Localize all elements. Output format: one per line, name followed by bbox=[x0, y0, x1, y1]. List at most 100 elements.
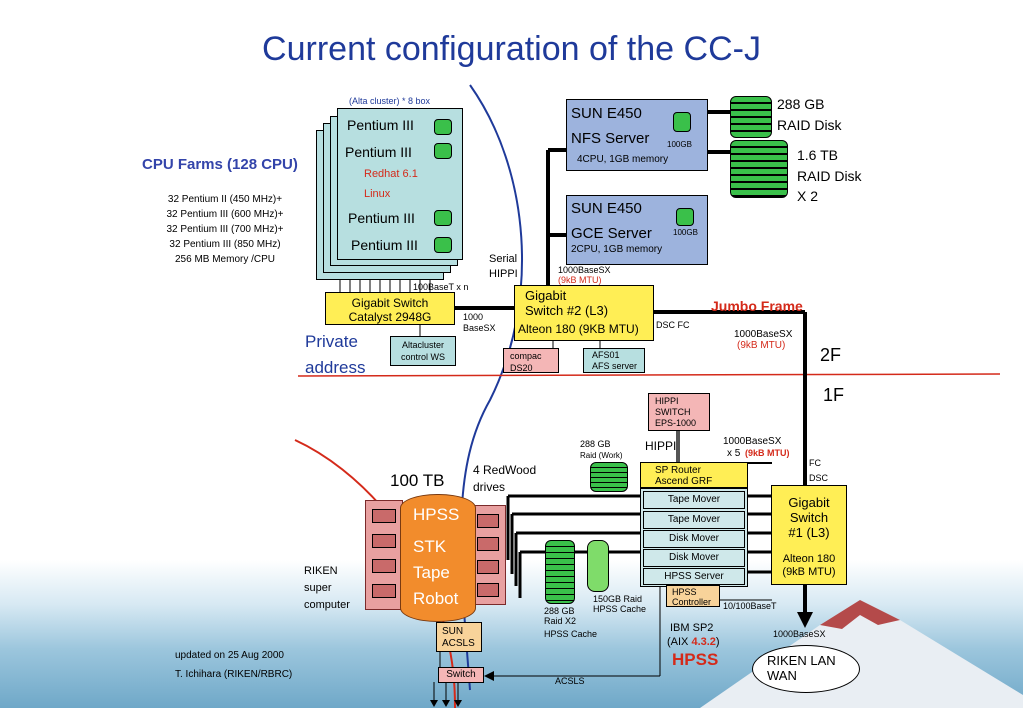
cpu-farms-heading: CPU Farms (128 CPU) bbox=[142, 156, 298, 173]
raid16-line1: 1.6 TB bbox=[797, 147, 838, 163]
alta-cluster-caption: (Alta cluster) * 8 box bbox=[349, 96, 431, 106]
raid-16tb-icon bbox=[730, 140, 788, 198]
drive-slot bbox=[372, 509, 396, 523]
hippi-switch-line2: SWITCH bbox=[655, 407, 691, 417]
serial-hippi-2: HIPPI bbox=[489, 268, 518, 280]
drive-slot bbox=[372, 534, 396, 548]
cpu-box-front: Pentium III Pentium III Redhat 6.1 Linux… bbox=[337, 108, 463, 260]
hippi-label: HIPPI bbox=[645, 439, 677, 453]
raid-150-1: 150GB Raid bbox=[593, 594, 643, 604]
disk-icon bbox=[434, 119, 452, 135]
footer-author: T. Ichihara (RIKEN/RBRC) bbox=[175, 669, 293, 680]
raid16-line3: X 2 bbox=[797, 188, 819, 204]
sun-acsls-line1: SUN bbox=[442, 626, 464, 637]
private-label: Private bbox=[305, 332, 358, 351]
link-mtu-top-1: 1000BaseSX bbox=[558, 265, 611, 275]
cpu-spec-line: 32 Pentium III (600 MHz)+ bbox=[166, 209, 284, 220]
gigabit-switch-2: Gigabit Switch #2 (L3) Alteon 180 (9KB M… bbox=[514, 285, 654, 341]
catalyst-line2: Catalyst 2948G bbox=[348, 310, 432, 324]
compac-line1: compac bbox=[510, 351, 542, 361]
footer-updated: updated on 25 Aug 2000 bbox=[175, 650, 284, 661]
raid-x2-2: Raid X2 bbox=[544, 616, 577, 626]
riken-line3: computer bbox=[304, 599, 350, 611]
drive-slot bbox=[372, 559, 396, 573]
link-1000-left-2: BaseSX bbox=[463, 323, 496, 333]
raid16-line2: RAID Disk bbox=[797, 168, 862, 184]
link-x5-1: 1000BaseSX bbox=[723, 436, 782, 447]
riken-line1: RIKEN bbox=[304, 565, 338, 577]
switch1-bottom: Alteon 180 (9kB MTU) bbox=[772, 553, 846, 579]
tape-mover: Tape Mover bbox=[643, 491, 745, 509]
catalyst-line1: Gigabit Switch bbox=[351, 296, 429, 310]
catalyst-switch: Gigabit Switch Catalyst 2948G bbox=[325, 292, 455, 325]
gce-line1: SUN E450 bbox=[571, 200, 642, 217]
cpu-label: Pentium III bbox=[348, 210, 415, 226]
ibm-line2: (AIX 4.3.2) bbox=[667, 636, 720, 649]
switch2-line3: Alteon 180 (9KB MTU) bbox=[518, 322, 639, 336]
sun-acsls-line2: ACSLS bbox=[442, 638, 475, 649]
switch1-line1: Gigabit bbox=[788, 495, 830, 510]
link-100baset: 100BaseT x n bbox=[413, 282, 469, 292]
hpss-controller: HPSS Controller bbox=[666, 585, 720, 607]
drive-slot bbox=[372, 584, 396, 598]
gce-line3: 2CPU, 1GB memory bbox=[571, 244, 663, 255]
switch1-top: Gigabit Switch #1 (L3) bbox=[772, 495, 846, 540]
acsls-label: ACSLS bbox=[555, 676, 585, 686]
sp-router-line2: Ascend GRF bbox=[655, 476, 713, 487]
hpss-server: HPSS Server bbox=[643, 568, 745, 585]
jumbo-frame-label: Jumbo Frame bbox=[711, 298, 803, 314]
tape-mover: Tape Mover bbox=[643, 511, 745, 529]
stk-tape: Tape bbox=[413, 563, 450, 582]
ibm-aix-close: ) bbox=[715, 636, 720, 648]
raid-work-2: Raid (Work) bbox=[580, 451, 623, 460]
compac-ds20: compac DS20 bbox=[503, 348, 559, 373]
tb100-label: 100 TB bbox=[390, 471, 445, 490]
raid-150-icon bbox=[587, 540, 609, 592]
altacluster-ws: Altacluster control WS bbox=[390, 336, 456, 366]
redwood-1: 4 RedWood bbox=[473, 463, 537, 477]
nfs-disk-size: 100GB bbox=[667, 140, 692, 149]
sp-router-line1: SP Router bbox=[655, 465, 701, 476]
stk-stk: STK bbox=[413, 537, 447, 556]
link-1000-bottom: 1000BaseSX bbox=[773, 629, 826, 639]
disk-mover: Disk Mover bbox=[643, 530, 745, 548]
sun-acsls: SUN ACSLS bbox=[436, 622, 482, 652]
cpu-spec-line: 256 MB Memory /CPU bbox=[174, 254, 276, 265]
redwood-2: drives bbox=[473, 480, 506, 494]
drive-slot bbox=[477, 583, 499, 597]
switch1-line5: (9kB MTU) bbox=[782, 566, 836, 578]
compac-line2: DS20 bbox=[510, 363, 533, 373]
floor-2f: 2F bbox=[820, 345, 842, 365]
altacluster-line1: Altacluster bbox=[401, 340, 445, 350]
afs01-server: AFS01 AFS server bbox=[583, 348, 645, 373]
raid288-line1: 288 GB bbox=[777, 96, 825, 112]
cpu-label: Pentium III bbox=[347, 117, 414, 133]
stk-hpss: HPSS bbox=[413, 505, 460, 524]
raid-work-icon bbox=[590, 462, 628, 492]
address-label: address bbox=[305, 358, 366, 377]
wan-line1: RIKEN LAN bbox=[767, 653, 836, 668]
nfs-server: SUN E450 NFS Server 100GB 4CPU, 1GB memo… bbox=[566, 99, 708, 171]
switch2-line1: Gigabit bbox=[525, 288, 567, 303]
drive-slot bbox=[477, 560, 499, 574]
wan-line2: WAN bbox=[767, 668, 797, 683]
link-1000-left-1: 1000 bbox=[463, 312, 484, 322]
dsc-label: DSC bbox=[809, 473, 829, 483]
raid-x2-1: 288 GB bbox=[544, 606, 575, 616]
cpu-specs: 32 Pentium II (450 MHz)+ 32 Pentium III … bbox=[150, 192, 300, 267]
raid-x2-3: HPSS Cache bbox=[544, 629, 598, 639]
floor-1f: 1F bbox=[823, 385, 845, 405]
stk-tape-robot: HPSS STK Tape Robot bbox=[400, 494, 476, 622]
hippi-switch-line1: HIPPI bbox=[655, 396, 679, 406]
cpu-label: Pentium III bbox=[351, 237, 418, 253]
link-x5-2: x 5 bbox=[727, 448, 741, 459]
gce-server: SUN E450 GCE Server 100GB 2CPU, 1GB memo… bbox=[566, 195, 708, 265]
raid-x2-icon bbox=[545, 540, 575, 604]
link-mtu-right-2: (9kB MTU) bbox=[737, 340, 786, 351]
os-label: Redhat 6.1 bbox=[364, 168, 418, 180]
raid-work-1: 288 GB bbox=[580, 439, 611, 449]
link-mtu-right-1: 1000BaseSX bbox=[734, 329, 793, 340]
serial-hippi-1: Serial bbox=[489, 253, 518, 265]
disk-mover: Disk Mover bbox=[643, 549, 745, 567]
